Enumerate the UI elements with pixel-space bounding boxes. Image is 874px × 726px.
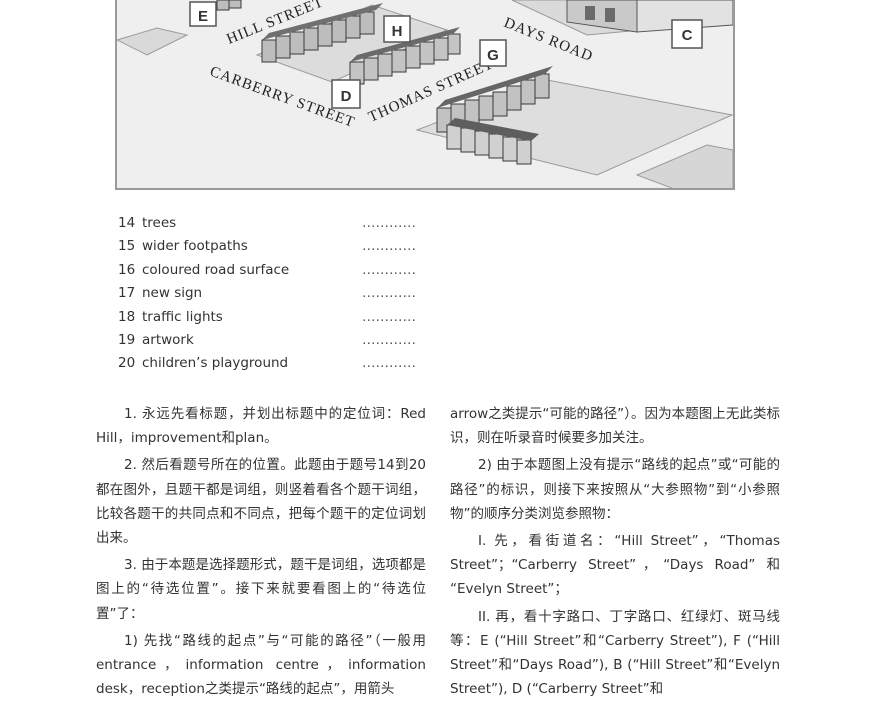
block-upper-left <box>117 27 189 56</box>
paragraph: I. 先，看街道名：“Hill Street”，“Thomas Street”；… <box>450 533 780 598</box>
explanation-right-column: arrow之类提示“可能的路径”）。因为本题图上无此类标识，则在听录音时候要多加… <box>450 402 780 704</box>
houses-row-thomas-back-roofs <box>437 66 553 108</box>
answer-blank: ………… <box>362 331 416 348</box>
houses-row-thomas-front <box>446 124 532 165</box>
map-marker-e-label: E <box>198 8 208 25</box>
explanation-left-column: 1. 永远先看标题，并划出标题中的定位词：Red Hill，improvemen… <box>96 402 426 704</box>
houses-row-middle <box>349 33 461 85</box>
houses-row-middle-roofs <box>350 27 460 62</box>
building-c <box>566 0 733 33</box>
question-number: 16 <box>118 261 136 278</box>
answer-blank: ………… <box>362 285 416 302</box>
question-number: 18 <box>118 308 136 325</box>
map-marker-d-label: D <box>341 88 352 105</box>
map-marker-c-label: C <box>682 27 693 44</box>
question-text: traffic lights <box>142 308 223 325</box>
question-list: 14 trees ………… 15 wider footpaths ………… 16… <box>118 214 438 378</box>
question-row: 20 children’s playground ………… <box>118 354 438 377</box>
question-text: wider footpaths <box>142 238 248 255</box>
question-number: 19 <box>118 331 136 348</box>
answer-blank: ………… <box>362 238 416 255</box>
map-marker-g-label: G <box>487 47 499 64</box>
question-number: 20 <box>118 355 136 372</box>
paragraph: 1. 永远先看标题，并划出标题中的定位词：Red Hill，improvemen… <box>96 406 426 447</box>
question-row: 17 new sign ………… <box>118 284 438 307</box>
question-row: 16 coloured road surface ………… <box>118 261 438 284</box>
question-text: trees <box>142 215 177 231</box>
question-text: artwork <box>142 331 194 348</box>
question-text: children’s playground <box>142 355 289 372</box>
question-text: new sign <box>142 285 203 302</box>
paragraph: II. 再，看十字路口、丁字路口、红绿灯、斑马线等：E (“Hill Stree… <box>450 608 780 698</box>
paragraph: 2. 然后看题号所在的位置。此题由于题号14到20都在图外，且题干都是词组，则竖… <box>96 457 426 547</box>
street-map: HILL STREET DAYS ROAD CARBERRY STREET TH… <box>115 0 735 190</box>
question-text: coloured road surface <box>142 261 290 278</box>
houses-row-thomas-front-roofs <box>447 118 539 141</box>
question-row: 14 trees ………… <box>118 214 438 237</box>
question-number: 17 <box>118 285 136 302</box>
map-marker-h: H <box>383 15 411 43</box>
paragraph: 2) 由于本题图上没有提示“路线的起点”或“可能的路径”的标识，则接下来按照从“… <box>450 457 780 522</box>
paragraph: 3. 由于本题是选择题形式，题干是词组，选项都是图上的“待选位置”。接下来就要看… <box>96 557 426 622</box>
map-marker-c: C <box>671 19 703 49</box>
answer-blank: ………… <box>362 355 416 372</box>
question-number: 14 <box>118 215 136 231</box>
answer-blank: ………… <box>362 261 416 278</box>
block-lower-right <box>635 144 733 188</box>
houses-upper-left <box>216 0 242 11</box>
map-marker-e: E <box>189 1 217 27</box>
map-marker-d: D <box>331 79 361 109</box>
map-marker-g: G <box>479 39 507 67</box>
houses-row-hill-roofs <box>262 3 383 40</box>
street-map-drawing: HILL STREET DAYS ROAD CARBERRY STREET TH… <box>117 0 733 188</box>
answer-blank: ………… <box>362 308 416 325</box>
paragraph: 1) 先找“路线的起点”与“可能的路径”（一般用entrance，informa… <box>96 632 426 698</box>
question-number: 15 <box>118 238 136 255</box>
map-marker-h-label: H <box>392 23 403 40</box>
question-row: 15 wider footpaths ………… <box>118 237 438 260</box>
answer-blank: ………… <box>362 215 416 231</box>
question-row: 19 artwork ………… <box>118 331 438 354</box>
paragraph: arrow之类提示“可能的路径”）。因为本题图上无此类标识，则在听录音时候要多加… <box>450 406 780 447</box>
question-row: 18 traffic lights ………… <box>118 308 438 331</box>
